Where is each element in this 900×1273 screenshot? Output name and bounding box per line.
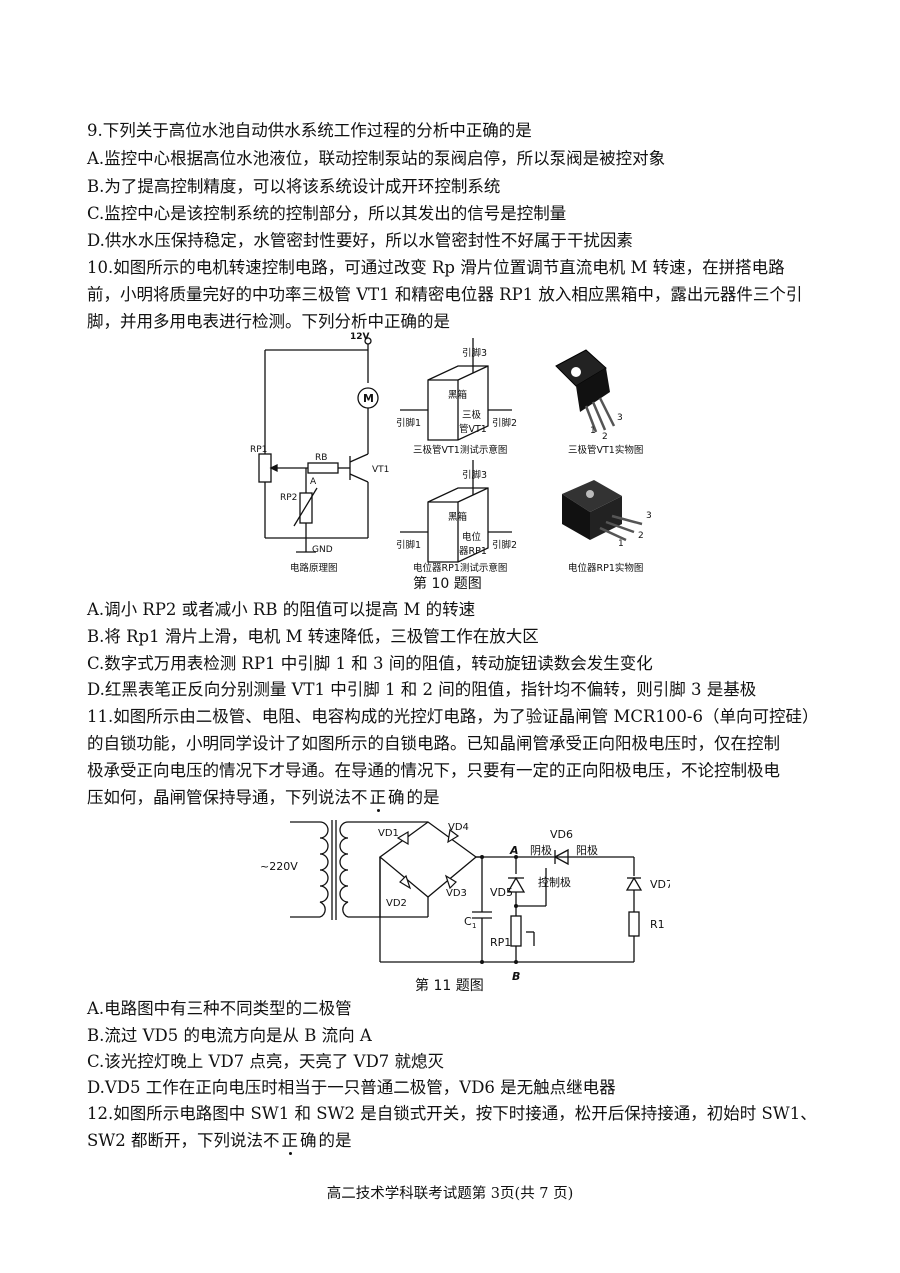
q11-vd1-label: VD1 <box>378 828 399 839</box>
q12-stem-line1: 12.如图所示电路图中 SW1 和 SW2 是自锁式开关，按下时接通，松开后保持… <box>87 1104 817 1123</box>
q11-figure-title: 第 11 题图 <box>415 977 484 992</box>
q11-node-a-label: A <box>509 844 519 857</box>
q9-option-a: A.监控中心根据高位水池液位，联动控制泵站的泵阀启停，所以泵阀是被控对象 <box>87 149 666 168</box>
q10-box2-caption: 电位器RP1测试示意图 <box>413 562 507 574</box>
q11-stem-line1: 11.如图所示由二极管、电阻、电容构成的光控灯电路，为了验证晶闸管 MCR100… <box>87 707 819 726</box>
q10-option-b: B.将 Rp1 滑片上滑，电机 M 转速降低，三极管工作在放大区 <box>87 627 539 646</box>
q10-figure: 12V M RP1 RB RP2 A VT1 GND 电路原理图 引脚3 引脚1… <box>250 332 652 590</box>
q12-stem-prefix: SW2 都断开，下列说法 <box>87 1131 264 1150</box>
q11-vd2-label: VD2 <box>386 898 407 909</box>
q9-option-c: C.监控中心是该控制系统的控制部分，所以其发出的信号是控制量 <box>87 204 567 223</box>
q11-stem-line3: 极承受正向电压的情况下才导通。在导通的情况下，只要有一定的正向阳极电压，不论控制… <box>87 761 780 780</box>
q10-motor-label: M <box>363 392 374 405</box>
q10-supply-label: 12V <box>350 332 370 342</box>
q10-option-d: D.红黑表笔正反向分别测量 VT1 中引脚 1 和 2 间的阻值，指针均不偏转，… <box>87 680 757 699</box>
q12-stem-emphasis: 不正确 <box>263 1131 319 1150</box>
q10-box1-caption: 三极管VT1测试示意图 <box>413 444 507 456</box>
q10-box2-pin3: 引脚3 <box>462 470 487 481</box>
q11-option-a: A.电路图中有三种不同类型的二极管 <box>87 999 352 1018</box>
q10-circuit-caption: 电路原理图 <box>290 562 338 574</box>
q10-rp2-label: RP2 <box>280 493 297 503</box>
q10-box2-label-a: 电位 <box>462 531 482 543</box>
q11-stem-line2: 的自锁功能，小明同学设计了如图所示的自锁电路。已知晶闸管承受正向阳极电压时，仅在… <box>87 734 780 753</box>
q11-vd6-label: VD6 <box>550 828 573 841</box>
q11-node-b-label: B <box>512 970 520 983</box>
q11-rp1-label: RP1 <box>490 936 511 949</box>
q10-box1-label-a: 三极 <box>462 409 482 421</box>
q10-box1-pin1: 引脚1 <box>396 418 421 429</box>
q9-option-d: D.供水水压保持稳定，水管密封性要好，所以水管密封性不好属于干扰因素 <box>87 231 633 250</box>
q11-cathode-label: 阴极 <box>530 843 552 857</box>
q10-rb-label: RB <box>315 453 327 463</box>
q10-gnd-label: GND <box>312 545 333 555</box>
q11-r1-label: R1 <box>650 918 665 931</box>
q11-gate-label: 控制极 <box>538 875 571 889</box>
q11-vd7-label: VD7 <box>650 878 670 891</box>
q11-option-c: C.该光控灯晚上 VD7 点亮，天亮了 VD7 就熄灭 <box>87 1052 445 1071</box>
q11-ac-label: ~220V <box>260 860 298 873</box>
q10-rp1-label: RP1 <box>250 445 267 455</box>
q12-stem-line2: SW2 都断开，下列说法不正确的是 <box>87 1130 352 1152</box>
q10-vt1-label: VT1 <box>372 465 389 475</box>
q11-stem-line4: 压如何，晶闸管保持导通，下列说法不正确的是 <box>87 787 440 809</box>
q11-anode-label: 阳极 <box>576 843 598 857</box>
q10-photo1-caption: 三极管VT1实物图 <box>568 444 643 456</box>
q10-stem-line3: 脚，并用多用电表进行检测。下列分析中正确的是 <box>87 312 450 331</box>
q10-photo2-caption: 电位器RP1实物图 <box>568 562 643 574</box>
q10-stem-line2: 前，小明将质量完好的中功率三极管 VT1 和精密电位器 RP1 放入相应黑箱中，… <box>87 285 803 304</box>
q10-photo1-pin1: 1 <box>590 426 596 436</box>
q11-vd4-label: VD4 <box>448 822 469 833</box>
q10-node-a-label: A <box>310 477 317 487</box>
q10-box1-pin2: 引脚2 <box>492 418 517 429</box>
q10-box2-pin1: 引脚1 <box>396 540 421 551</box>
q10-box2-blackbox: 黑箱 <box>448 511 467 523</box>
q10-box2-label-b: 器RP1 <box>459 546 487 557</box>
q9-option-b: B.为了提高控制精度，可以将该系统设计成开环控制系统 <box>87 177 501 196</box>
q10-photo2-pin1: 1 <box>618 539 624 549</box>
q10-photo2-pin3: 3 <box>646 511 652 521</box>
page-footer: 高二技术学科联考试题第 3页(共 7 页) <box>326 1186 574 1202</box>
q11-c1-subscript: 1 <box>472 922 476 930</box>
q10-potentiometer-photo-icon <box>562 480 643 542</box>
q10-photo1-pin3: 3 <box>617 413 623 423</box>
q10-transistor-photo-icon <box>555 349 616 433</box>
q11-option-b: B.流过 VD5 的电流方向是从 B 流向 A <box>87 1026 372 1045</box>
q11-stem-prefix: 压如何，晶闸管保持导通，下列说法 <box>87 788 351 807</box>
q10-figure-title: 第 10 题图 <box>413 575 482 590</box>
q10-option-a: A.调小 RP2 或者减小 RB 的阻值可以提高 M 的转速 <box>87 600 476 619</box>
q10-photo1-pin2: 2 <box>602 432 608 442</box>
q10-box2-pin2: 引脚2 <box>492 540 517 551</box>
q11-c1-label: C <box>464 915 472 928</box>
q10-box1-pin3: 引脚3 <box>462 348 487 359</box>
q11-stem-emphasis: 不正确 <box>351 788 407 807</box>
q12-stem-suffix: 的是 <box>318 1131 352 1150</box>
q10-box1-label-b: 管VT1 <box>459 423 487 435</box>
q10-option-c: C.数字式万用表检测 RP1 中引脚 1 和 3 间的阻值，转动旋钮读数会发生变… <box>87 654 653 673</box>
q11-option-d: D.VD5 工作在正向电压时相当于一只普通二极管，VD6 是无触点继电器 <box>87 1078 616 1097</box>
q10-photo2-pin2: 2 <box>638 531 644 541</box>
q9-stem: 9.下列关于高位水池自动供水系统工作过程的分析中正确的是 <box>87 121 532 140</box>
q10-stem-line1: 10.如图所示的电机转速控制电路，可通过改变 Rp 滑片位置调节直流电机 M 转… <box>87 258 785 277</box>
q11-vd3-label: VD3 <box>446 888 467 899</box>
q11-stem-suffix: 的是 <box>406 788 440 807</box>
q11-vd5-label: VD5 <box>490 886 513 899</box>
q11-figure: ~220V VD1 VD4 VD2 VD3 C 1 RP1 VD5 A B 阴极… <box>260 820 670 992</box>
q10-box1-blackbox: 黑箱 <box>448 389 467 401</box>
